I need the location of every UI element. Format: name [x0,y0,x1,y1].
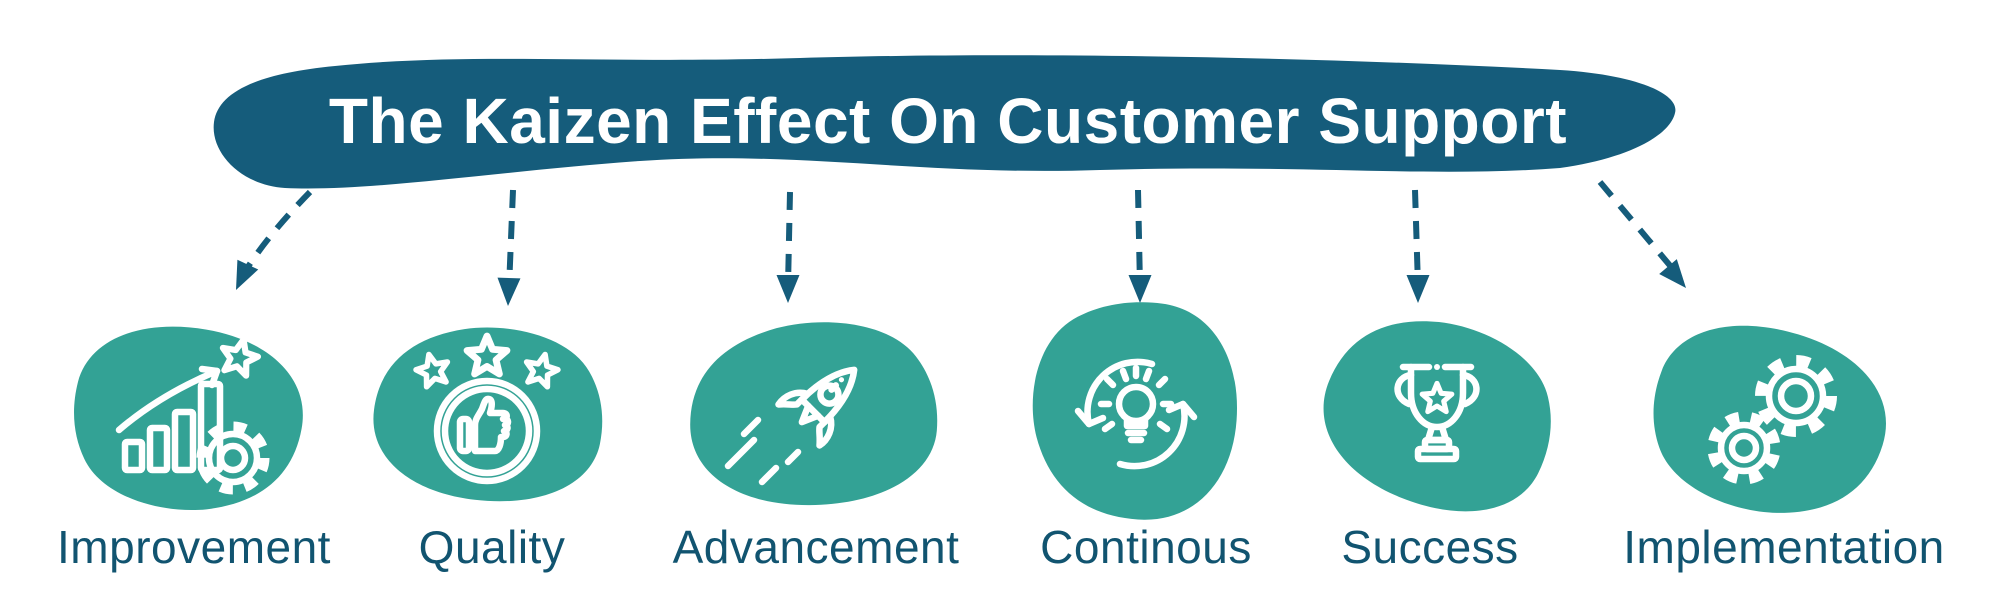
gear-icon [1755,355,1837,437]
dashed-arrow-quality [496,189,521,307]
dashed-arrow-implementation [1597,180,1695,296]
item-label-implementation: Implementation [1623,521,1945,573]
gear-icon [1707,411,1781,485]
bulb-rays [1097,364,1175,433]
item-label-improvement: Improvement [57,521,331,573]
growth-chart-gear-icon [115,335,270,495]
item-label-success: Success [1341,521,1519,573]
dashed-arrow-improvement [225,189,313,295]
gear-icon [196,421,270,495]
item-label-quality: Quality [418,521,566,573]
item-label-continous: Continous [1040,521,1252,573]
blob-success [1299,289,1578,540]
blob-improvement [61,312,314,526]
gears-icon [1707,355,1837,485]
dashed-arrow-success [1406,189,1430,303]
item-label-advancement: Advancement [672,521,960,573]
rocket-icon [724,366,858,486]
thumbs-up-stars-icon [413,336,561,485]
title-banner-shape [213,55,1676,189]
lightbulb-cycle-icon [1074,358,1198,470]
trophy-icon [1394,363,1480,463]
dashed-arrow-advancement [776,191,800,303]
page-title: The Kaizen Effect On Customer Support [328,85,1568,157]
dashed-arrow-continous [1128,189,1152,303]
blob-continous [1028,298,1241,523]
